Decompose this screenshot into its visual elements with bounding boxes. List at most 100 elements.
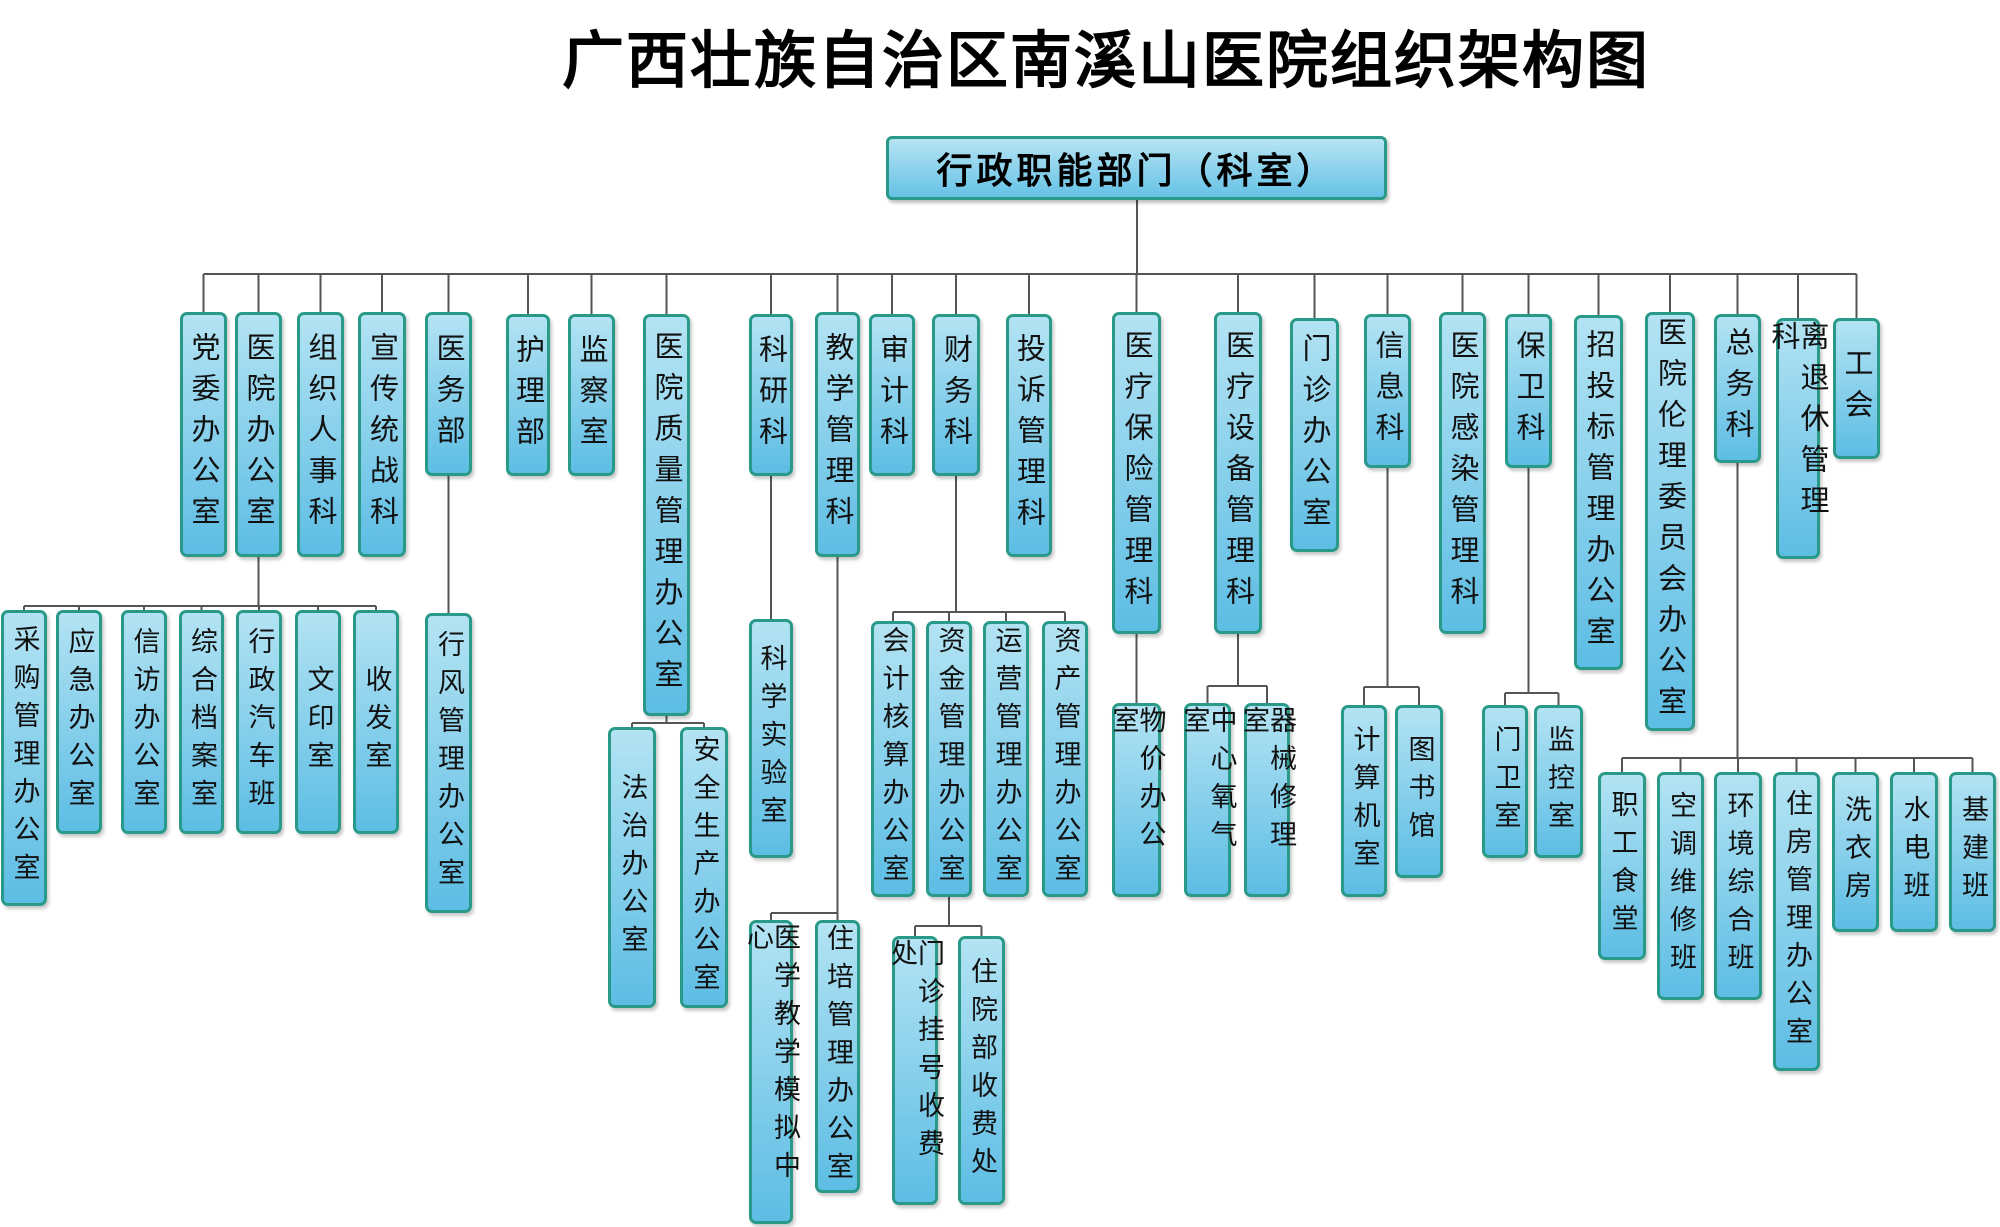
sub-department-node[interactable]: 法治办公室: [608, 727, 656, 1008]
department-node[interactable]: 财务科: [932, 314, 980, 476]
node-label: 科研科: [754, 333, 789, 457]
sub-department-node[interactable]: 空调维修班: [1657, 772, 1704, 1000]
sub-department-node[interactable]: 行政汽车班: [236, 610, 282, 834]
node-label: 监察室: [575, 333, 609, 457]
node-label: 水电班: [1898, 795, 1930, 909]
sub-department-node[interactable]: 收发室: [353, 610, 399, 834]
node-label: 资产管理办公室: [1049, 626, 1081, 892]
sub-unit-node[interactable]: 住院部收费处: [958, 936, 1005, 1205]
node-label: 科学实验室: [755, 643, 787, 834]
sub-department-node[interactable]: 资产管理办公室: [1042, 621, 1088, 897]
node-label: 门卫室: [1489, 724, 1521, 839]
sub-department-node[interactable]: 会计核算办公室: [871, 621, 915, 897]
node-label: 医院感染管理科: [1446, 329, 1480, 617]
department-node[interactable]: 审计科: [869, 314, 915, 476]
sub-department-node[interactable]: 行风管理办公室: [425, 613, 472, 913]
sub-department-node[interactable]: 职工食堂: [1598, 772, 1646, 960]
node-label: 空调维修班: [1665, 791, 1696, 981]
department-node[interactable]: 宣传统战科: [358, 312, 406, 557]
department-node[interactable]: 投诉管理科: [1006, 314, 1052, 557]
node-label: 环境综合班: [1722, 791, 1754, 981]
node-label: 法治办公室: [616, 772, 648, 963]
department-node[interactable]: 医院办公室: [235, 312, 282, 557]
sub-department-node[interactable]: 综合档案室: [179, 610, 224, 834]
department-node[interactable]: 党委办公室: [180, 312, 227, 557]
department-node[interactable]: 医院伦理委员会办公室: [1645, 312, 1695, 731]
department-node[interactable]: 医院质量管理办公室: [643, 314, 690, 716]
node-label: 招投标管理办公室: [1582, 328, 1616, 657]
sub-department-node[interactable]: 住培管理办公室: [815, 920, 860, 1193]
node-label: 基建班: [1957, 795, 1988, 909]
node-label: 中心氧气室: [1178, 706, 1237, 858]
node-label: 应急办公室: [63, 627, 95, 817]
node-label: 安全生产办公室: [688, 734, 720, 1001]
sub-department-node[interactable]: 水电班: [1890, 772, 1938, 932]
department-node[interactable]: 离退休管理科: [1767, 318, 1830, 559]
sub-department-node[interactable]: 计算机室: [1341, 705, 1387, 897]
node-label: 护理部: [511, 333, 546, 457]
department-node[interactable]: 科研科: [749, 314, 793, 476]
sub-department-node[interactable]: 器械修理室: [1238, 703, 1296, 897]
node-label: 信访办公室: [128, 627, 160, 817]
sub-department-node[interactable]: 科学实验室: [749, 619, 793, 858]
node-label: 医学教学模拟中心: [742, 923, 800, 1189]
sub-department-node[interactable]: 文印室: [295, 610, 341, 834]
sub-department-node[interactable]: 环境综合班: [1714, 772, 1762, 1000]
node-label: 图书馆: [1403, 734, 1435, 849]
department-node[interactable]: 总务科: [1714, 314, 1761, 463]
sub-department-node[interactable]: 住房管理办公室: [1773, 772, 1820, 1071]
node-label: 医疗保险管理科: [1120, 329, 1154, 617]
node-label: 组织人事科: [304, 332, 338, 537]
sub-department-node[interactable]: 基建班: [1949, 772, 1996, 932]
department-node[interactable]: 信息科: [1364, 314, 1411, 468]
department-node[interactable]: 保卫科: [1505, 314, 1552, 468]
node-label: 资金管理办公室: [933, 626, 965, 892]
sub-department-node[interactable]: 信访办公室: [121, 610, 167, 834]
root-node-admin-departments[interactable]: 行政职能部门（科室）: [886, 136, 1387, 200]
node-label: 医务部: [432, 332, 466, 456]
sub-department-node[interactable]: 运营管理办公室: [983, 621, 1029, 897]
department-node[interactable]: 医务部: [425, 312, 472, 476]
department-node[interactable]: 工会: [1833, 318, 1880, 459]
department-node[interactable]: 护理部: [506, 314, 550, 476]
node-label: 监控室: [1543, 724, 1574, 839]
department-node[interactable]: 招投标管理办公室: [1574, 315, 1623, 670]
department-node[interactable]: 门诊办公室: [1290, 318, 1339, 552]
node-label: 收发室: [360, 665, 392, 779]
node-label: 教学管理科: [821, 332, 855, 537]
sub-department-node[interactable]: 应急办公室: [56, 610, 102, 834]
department-node[interactable]: 教学管理科: [815, 312, 860, 557]
node-label: 物价办公室: [1107, 706, 1166, 858]
node-label: 投诉管理科: [1012, 333, 1047, 538]
sub-department-node[interactable]: 安全生产办公室: [680, 727, 728, 1008]
node-label: 计算机室: [1348, 725, 1380, 877]
sub-department-node[interactable]: 采购管理办公室: [1, 610, 47, 906]
node-label: 保卫科: [1512, 329, 1546, 453]
node-label: 医院办公室: [242, 332, 276, 537]
sub-department-node[interactable]: 图书馆: [1395, 705, 1443, 878]
department-node[interactable]: 医院感染管理科: [1439, 312, 1486, 634]
sub-unit-node[interactable]: 门诊挂号收费处: [886, 936, 944, 1205]
department-node[interactable]: 医疗保险管理科: [1112, 312, 1161, 634]
node-label: 采购管理办公室: [8, 625, 40, 891]
sub-department-node[interactable]: 洗衣房: [1832, 772, 1879, 932]
department-node[interactable]: 组织人事科: [297, 312, 344, 557]
sub-department-node[interactable]: 门卫室: [1482, 705, 1528, 858]
sub-department-node[interactable]: 物价办公室: [1107, 703, 1166, 897]
sub-department-node[interactable]: 医学教学模拟中心: [742, 920, 800, 1224]
chart-title: 广西壮族自治区南溪山医院组织架构图: [562, 24, 1651, 97]
department-node[interactable]: 监察室: [568, 314, 615, 476]
node-label: 行风管理办公室: [433, 630, 464, 896]
node-label: 审计科: [875, 333, 910, 457]
node-label: 离退休管理科: [1767, 321, 1830, 526]
sub-department-node[interactable]: 监控室: [1534, 705, 1583, 858]
node-label: 财务科: [939, 333, 974, 457]
node-label: 洗衣房: [1840, 795, 1871, 909]
node-label: 器械修理室: [1238, 706, 1296, 858]
department-node[interactable]: 医疗设备管理科: [1214, 312, 1262, 634]
node-label: 运营管理办公室: [990, 626, 1022, 892]
node-label: 住培管理办公室: [822, 923, 853, 1190]
sub-department-node[interactable]: 中心氧气室: [1179, 703, 1237, 897]
node-label: 会计核算办公室: [877, 626, 909, 892]
sub-department-node[interactable]: 资金管理办公室: [926, 621, 972, 897]
